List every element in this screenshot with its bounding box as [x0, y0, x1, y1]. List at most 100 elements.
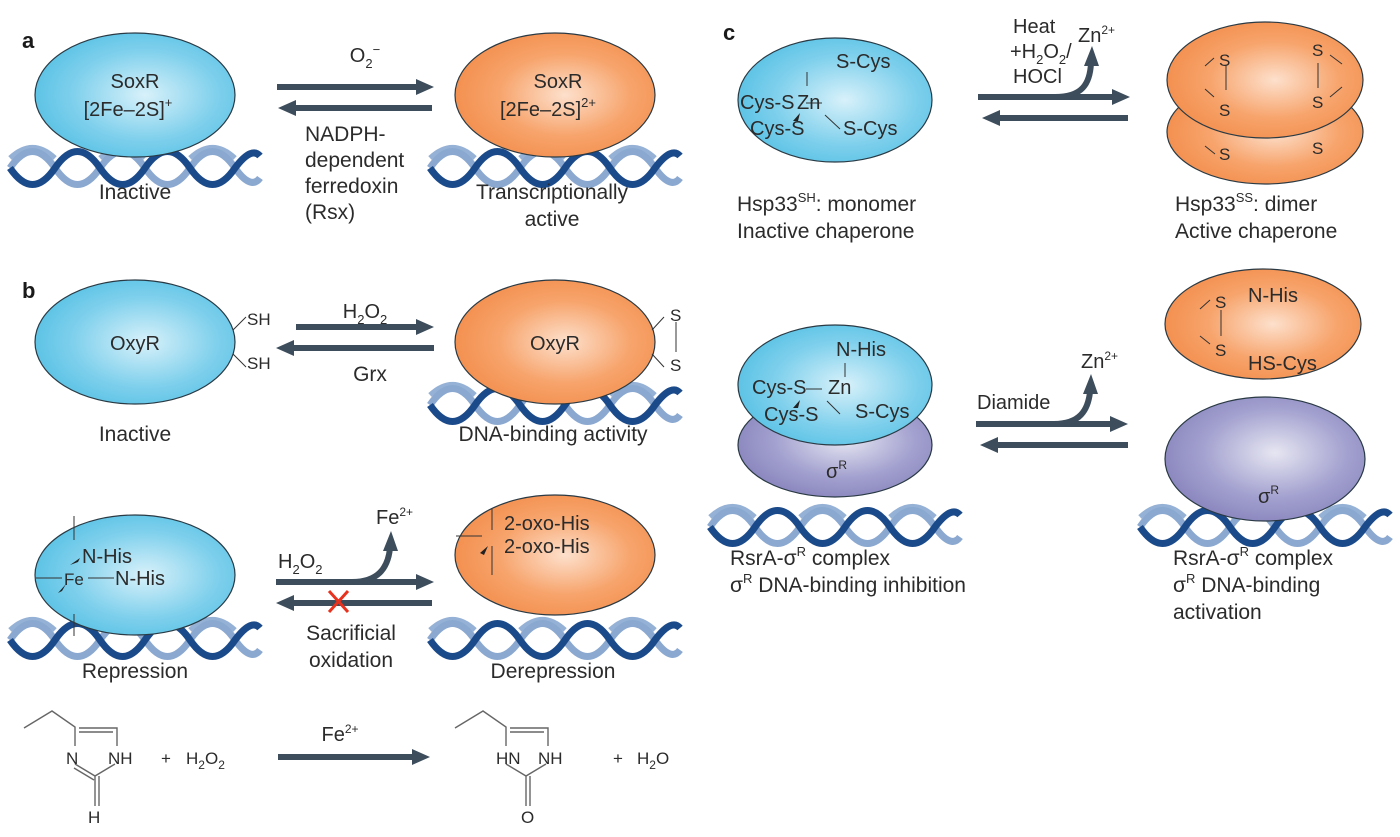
rsra-left-caption1: RsrA-σR complex [730, 544, 891, 570]
soxr-left-cluster: [2Fe–2S]+ [84, 95, 173, 121]
svg-text:O: O [521, 808, 534, 827]
water-product: H2O [637, 749, 669, 772]
reverse-label-line1: NADPH- [305, 123, 386, 146]
reverse-label-line4: (Rsx) [305, 201, 355, 224]
perr-derepression-protein [454, 494, 656, 616]
soxr-active-protein [454, 32, 656, 158]
perr-repression-protein [34, 514, 236, 636]
svg-text:S: S [1312, 93, 1323, 112]
rsra-right-caption3: activation [1173, 601, 1262, 624]
zinc-atom: Zn [797, 92, 820, 114]
blocked-x-icon [327, 589, 350, 614]
ligand-s-cys-right: S-Cys [855, 401, 909, 423]
rsra-protein [737, 324, 933, 446]
superoxide-label: O2− [350, 42, 380, 71]
released-zinc: Zn2+ [1081, 349, 1118, 373]
sulfur-2: S [1215, 341, 1226, 360]
disulfide-bonds [651, 316, 677, 368]
reverse-arrow [982, 110, 1128, 126]
soxr-inactive-protein [34, 32, 236, 158]
forward-arrow [276, 531, 434, 590]
disulfide-bonds: S S S S S S [1204, 41, 1343, 164]
svg-text:H: H [88, 808, 100, 827]
his-ligand-2: N-His [115, 568, 165, 590]
svg-text:HN: HN [496, 749, 521, 768]
h2o2-label: H2O2 [278, 551, 322, 577]
zinc-bonds [806, 72, 841, 130]
disulfide-bonds [1199, 299, 1222, 345]
svg-text:S: S [1312, 41, 1323, 60]
ligand-cys-s-left: Cys-S [740, 92, 794, 114]
oxidized-rsra-protein [1164, 268, 1362, 380]
hsp33-left-caption1: Hsp33SH: monomer [737, 190, 916, 216]
svg-text:NH: NH [538, 749, 563, 768]
sulfur-2: S [670, 356, 681, 375]
h2o2-reactant: H2O2 [186, 749, 225, 772]
svg-text:S: S [1219, 145, 1230, 164]
perr-right-caption: Derepression [491, 660, 616, 683]
h2o2-label: H2O2 [343, 301, 387, 327]
histidine-structure: N NH H [23, 710, 133, 827]
ligand-n-his: N-His [836, 339, 886, 361]
forward-arrow [976, 374, 1128, 432]
reverse-label-line3: ferredoxin [305, 175, 398, 198]
oxyr-inactive-protein [34, 279, 236, 405]
wedge-bond [58, 584, 66, 593]
svg-text:N: N [66, 749, 78, 768]
ligand-cys-s-left: Cys-S [752, 377, 806, 399]
svg-text:S: S [1219, 51, 1230, 70]
zinc-bonds [806, 363, 846, 415]
released-iron: Fe2+ [376, 505, 413, 529]
svg-text:S: S [1312, 139, 1323, 158]
thiol-2: SH [247, 354, 271, 373]
ligand-cys-s-bottom: Cys-S [764, 404, 818, 426]
iron-atom: Fe [64, 570, 84, 589]
svg-text:S: S [1219, 101, 1230, 120]
hsp33-right-caption1: Hsp33SS: dimer [1175, 190, 1317, 216]
rsra-left-caption2: σR DNA-binding inhibition [730, 571, 966, 597]
released-zinc: Zn2+ [1078, 23, 1115, 47]
iron-coordination-bonds [36, 516, 114, 636]
oxyr-left-caption: Inactive [99, 423, 171, 446]
plus-sign: + [613, 749, 623, 768]
diamide-label: Diamide [977, 392, 1050, 414]
soxr-right-name: SoxR [534, 71, 583, 93]
rsra-right-caption2: σR DNA-binding [1173, 571, 1320, 597]
panel-label-b: b [22, 278, 35, 303]
forward-arrow [296, 319, 434, 335]
plus-sign: + [161, 749, 171, 768]
reverse-label-line2: dependent [305, 149, 404, 172]
ligand-s-cys-top: S-Cys [836, 51, 890, 73]
oxohistidine-structure: HN NH O [454, 710, 563, 827]
catalyst-iron: Fe2+ [321, 722, 358, 746]
soxr-right-caption1: Transcriptionally [476, 181, 629, 204]
svg-text:NH: NH [108, 749, 133, 768]
reverse-arrow [276, 595, 432, 611]
ligand-s-cys-right: S-Cys [843, 118, 897, 140]
sulfur-1: S [670, 306, 681, 325]
hsp33-right-caption2: Active chaperone [1175, 220, 1337, 243]
reaction-arrow [278, 749, 430, 765]
oxo-his-1: 2-oxo-His [504, 513, 590, 535]
soxr-left-caption: Inactive [99, 181, 171, 204]
hsp33-left-caption2: Inactive chaperone [737, 220, 914, 243]
reverse-label-line1: Sacrificial [306, 622, 396, 645]
sigma-r-label: σR [1258, 483, 1279, 508]
perr-left-caption: Repression [82, 660, 188, 683]
soxr-right-cluster: [2Fe–2S]2+ [500, 95, 596, 121]
hocl-label: HOCl [1013, 66, 1062, 88]
ligand-n-his: N-His [1248, 285, 1298, 307]
oxidant-label: +H2O2/ [1010, 41, 1072, 67]
grx-label: Grx [353, 363, 387, 386]
forward-arrow [978, 46, 1130, 105]
wedge-bond [793, 400, 800, 408]
oxyr-right-name: OxyR [530, 333, 580, 355]
reverse-arrow [276, 340, 434, 356]
oxyr-active-protein [454, 279, 656, 405]
oxo-bonds [456, 508, 493, 575]
oxyr-left-name: OxyR [110, 333, 160, 355]
rsra-right-caption1: RsrA-σR complex [1173, 544, 1334, 570]
wedge-bond [793, 113, 800, 121]
ligand-cys-s-bottom: Cys-S [750, 118, 804, 140]
reverse-arrow [278, 100, 432, 116]
